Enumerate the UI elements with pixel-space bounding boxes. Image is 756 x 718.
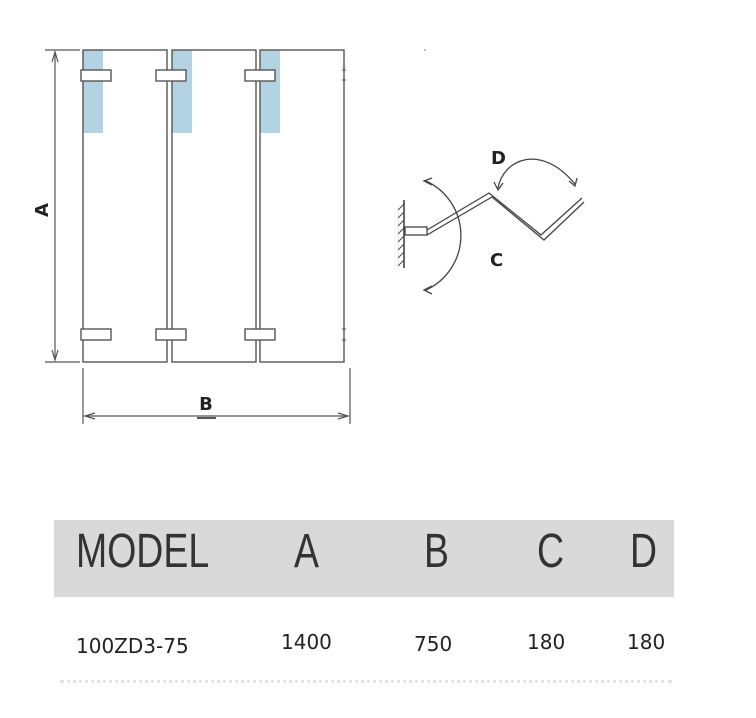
header-c: C [537,525,565,578]
header-d: D [630,525,658,578]
wall-bracket [404,226,428,236]
glass-panel-3 [259,49,345,363]
dimension-b [82,368,351,424]
cell-b: 750 [414,632,453,656]
hinge [80,69,112,82]
plan-view [397,158,585,295]
glass-panel-2 [171,49,257,363]
glass-panel-1 [82,49,168,363]
table-header-row [54,520,674,597]
angle-d-label: D [491,148,506,169]
hinge [244,69,276,82]
cell-a: 1400 [281,630,332,654]
header-a: A [294,525,319,578]
cell-model: 100ZD3-75 [76,634,189,658]
dimension-b-label: B [199,394,213,415]
header-b: B [424,525,449,578]
arc-d [497,158,576,189]
panel-3-highlight [260,50,280,133]
hinge [155,69,187,82]
hinge [244,328,276,341]
panel-2-highlight [172,50,192,133]
front-elevation [80,49,346,363]
dimension-a [45,49,80,363]
cell-d: 180 [627,630,666,654]
cell-c: 180 [527,630,566,654]
header-model: MODEL [76,525,210,578]
folding-panels [426,192,583,236]
panel-1-highlight [83,50,103,133]
hinge [80,328,112,341]
hinge [155,328,187,341]
angle-c-label: C [490,250,503,271]
dimension-a-label: A [32,203,53,217]
divider [60,680,672,683]
arc-c [425,180,462,291]
